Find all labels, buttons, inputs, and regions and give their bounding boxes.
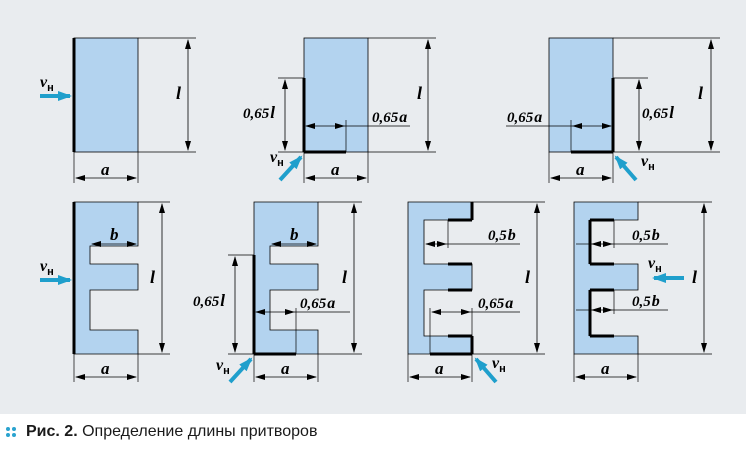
caption-bullet-icon bbox=[6, 427, 16, 437]
label-065a-6: 0,65a bbox=[478, 295, 513, 312]
velocity-arrow-6 bbox=[474, 357, 498, 384]
label-05b-7a: 0,5b bbox=[632, 227, 660, 244]
label-a-3: a bbox=[576, 160, 585, 179]
velocity-label-3: vн bbox=[641, 153, 655, 173]
label-l-1: l bbox=[176, 83, 181, 103]
label-a-4: a bbox=[101, 359, 110, 378]
door-e-shape-6 bbox=[407, 201, 473, 355]
label-b-4: b bbox=[110, 225, 119, 244]
velocity-arrow-5 bbox=[228, 357, 253, 384]
label-l-6: l bbox=[525, 267, 530, 287]
velocity-arrow-3 bbox=[614, 155, 638, 182]
velocity-label-1: vн bbox=[40, 74, 54, 94]
panel-4: l b a vн bbox=[40, 201, 170, 382]
velocity-label-2: vн bbox=[270, 149, 284, 169]
panel-5: l b 0,65l 0,65a a vн bbox=[193, 201, 362, 384]
label-05b-7b: 0,5b bbox=[632, 293, 660, 310]
door-e-shape-4 bbox=[73, 201, 139, 355]
label-l-4: l bbox=[150, 267, 155, 287]
panel-1: l a vн bbox=[40, 37, 196, 183]
door-rect-2 bbox=[303, 37, 369, 153]
label-b-5: b bbox=[290, 225, 299, 244]
velocity-label-7: vн bbox=[648, 255, 662, 275]
label-a-7: a bbox=[601, 359, 610, 378]
label-l-3: l bbox=[698, 83, 703, 103]
velocity-arrow-2 bbox=[278, 155, 303, 182]
door-diagram: l a vн l 0,65l 0,65a bbox=[40, 37, 720, 384]
velocity-label-5: vн bbox=[216, 357, 230, 377]
label-l-5: l bbox=[342, 267, 347, 287]
label-065a-2: 0,65a bbox=[372, 109, 407, 126]
panel-6: l 0,5b 0,65a a vн bbox=[407, 201, 545, 384]
label-l-7: l bbox=[692, 267, 697, 287]
label-a-2: a bbox=[331, 160, 340, 179]
caption-title: Определение длины притворов bbox=[82, 423, 318, 440]
door-rect-3 bbox=[548, 37, 614, 153]
label-065l-5: 0,65l bbox=[193, 291, 225, 310]
panel-2: l 0,65l 0,65a a vн bbox=[243, 37, 436, 183]
door-e-shape-7 bbox=[573, 201, 639, 355]
panel-3: l 0,65l 0,65a a vн bbox=[506, 37, 720, 183]
panel-7: l 0,5b 0,5b a vн bbox=[573, 201, 712, 382]
velocity-label-6: vн bbox=[492, 355, 506, 375]
label-a-1: a bbox=[101, 160, 110, 179]
label-05b-6: 0,5b bbox=[488, 227, 516, 244]
figure-caption: Рис. 2. Определение длины притворов bbox=[0, 418, 317, 446]
label-065l-3: 0,65l bbox=[642, 103, 674, 122]
label-a-5: a bbox=[281, 359, 290, 378]
caption-label: Рис. 2. bbox=[26, 423, 78, 440]
label-065l-2: 0,65l bbox=[243, 103, 275, 122]
door-e-shape-5 bbox=[253, 201, 319, 355]
label-a-6: a bbox=[435, 359, 444, 378]
velocity-label-4: vн bbox=[40, 258, 54, 278]
label-065a-5: 0,65a bbox=[300, 295, 335, 312]
label-065a-3: 0,65a bbox=[507, 109, 542, 126]
door-rect-1 bbox=[73, 37, 139, 153]
label-l-2: l bbox=[417, 83, 422, 103]
